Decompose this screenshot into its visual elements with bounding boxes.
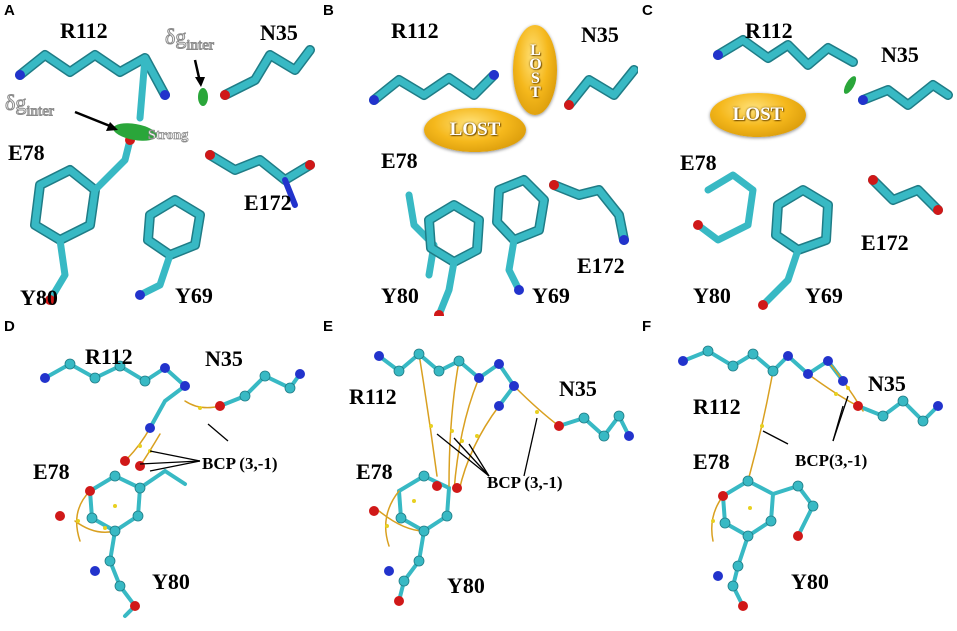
panel-c: C R112 N35 E78 E172 Y80 Y69 LOST (638, 0, 957, 316)
nci-surface-weak (198, 88, 208, 106)
bcp-label: BCP (3,-1) (202, 454, 278, 473)
panel-label: D (4, 318, 15, 335)
residue-n35: N35 (205, 346, 243, 371)
residue-n35: N35 (260, 20, 298, 45)
residue-n35: N35 (581, 22, 619, 47)
residue-r112: R112 (391, 18, 439, 43)
nci-surface-strong (113, 123, 157, 141)
panel-f-molecule (678, 345, 943, 611)
residue-y80: Y80 (20, 285, 58, 310)
residue-r112: R112 (349, 384, 397, 409)
residue-r112: R112 (60, 18, 108, 43)
lost-badge-horizontal: LOST (424, 108, 526, 152)
residue-y80: Y80 (693, 283, 731, 308)
residue-e78: E78 (381, 148, 418, 173)
residue-e78: E78 (356, 459, 393, 484)
residue-e78: E78 (33, 459, 70, 484)
residue-y80: Y80 (791, 569, 829, 594)
residue-y80: Y80 (447, 573, 485, 598)
strong-label: Strong (148, 128, 189, 144)
residue-y69: Y69 (175, 283, 213, 308)
bcp-label: BCP (3,-1) (487, 473, 563, 492)
residue-n35: N35 (868, 371, 906, 396)
panel-b-molecule (369, 65, 638, 316)
lost-badge-vertical: LOST (513, 25, 557, 115)
panel-e-molecule (369, 348, 634, 606)
panel-label: B (323, 2, 334, 19)
residue-e78: E78 (680, 150, 717, 175)
panel-f: F R112 N35 E78 Y80 BCP(3,-1) (638, 316, 957, 631)
panel-a-molecule (15, 45, 315, 305)
residue-e172: E172 (244, 190, 292, 215)
residue-n35: N35 (881, 42, 919, 67)
panel-c-molecule (693, 35, 953, 310)
delta-g-label-left: δginter (4, 90, 54, 120)
panel-d-molecule (40, 358, 305, 618)
panel-label: A (4, 2, 15, 19)
residue-e172: E172 (577, 253, 625, 278)
residue-e78: E78 (8, 140, 45, 165)
lost-badge: LOST (710, 93, 806, 137)
residue-r112: R112 (85, 344, 133, 369)
residue-e172: E172 (861, 230, 909, 255)
panel-b: B R112 N35 E78 E172 Y80 Y69 LOST LOST (319, 0, 638, 316)
residue-y69: Y69 (805, 283, 843, 308)
bcp-label: BCP(3,-1) (795, 451, 868, 470)
panel-label: E (323, 318, 334, 335)
residue-y69: Y69 (532, 283, 570, 308)
residue-y80: Y80 (381, 283, 419, 308)
residue-e78: E78 (693, 449, 730, 474)
residue-r112: R112 (693, 394, 741, 419)
delta-g-label-top: δginter (164, 24, 214, 54)
nci-surface-weak (843, 76, 857, 94)
panel-label: C (642, 2, 653, 19)
panel-a: A R112 N35 E78 E172 Y80 Y69 δginter δgin… (0, 0, 319, 316)
residue-y80: Y80 (152, 569, 190, 594)
panel-e: E R112 N35 E78 Y80 BCP (3,-1) (319, 316, 638, 631)
residue-r112: R112 (745, 18, 793, 43)
residue-n35: N35 (559, 376, 597, 401)
panel-d: D R112 N35 E78 Y80 BCP (3,-1) (0, 316, 319, 631)
panel-label: F (642, 318, 652, 335)
